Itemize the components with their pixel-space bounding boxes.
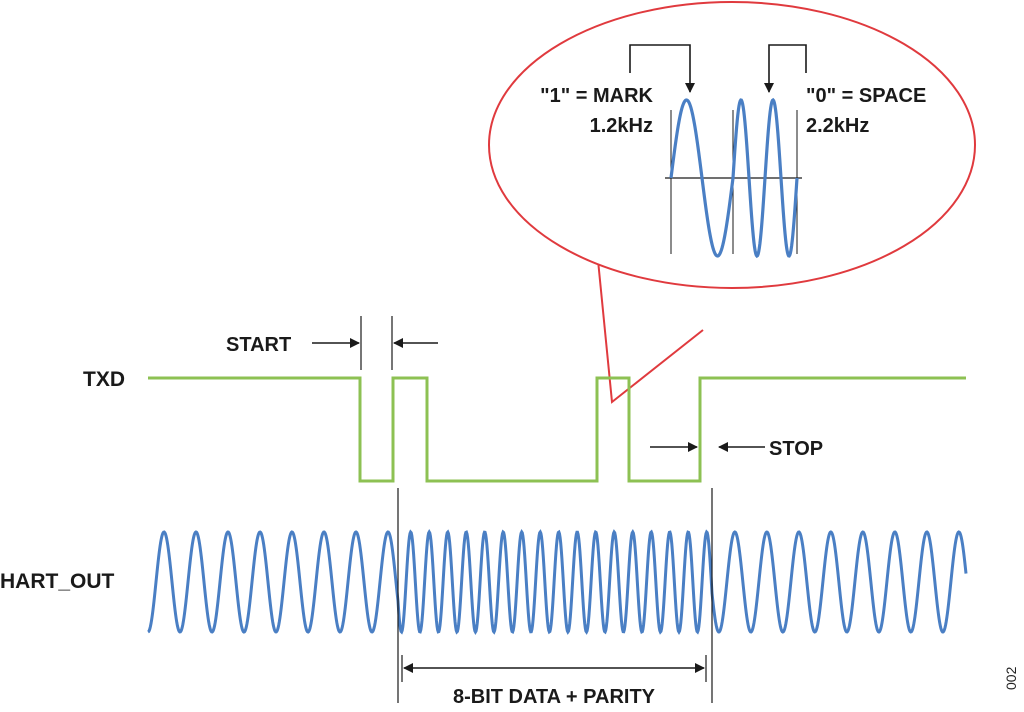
mark-label: "1" = MARK xyxy=(540,85,653,107)
stop-label: STOP xyxy=(769,438,823,460)
hart-out-fsk-waveform xyxy=(147,529,968,635)
start-label: START xyxy=(226,334,291,356)
space-bracket-arrow xyxy=(764,44,807,93)
figure-number: 002 xyxy=(1003,666,1019,690)
txd-waveform xyxy=(148,376,966,483)
hart-out-signal-group: HART_OUT xyxy=(0,529,968,635)
txd-signal-group: TXD xyxy=(83,368,966,483)
mark-frequency: 1.2kHz xyxy=(590,115,653,137)
callout-fsk-wave xyxy=(669,97,799,259)
space-label: "0" = SPACE xyxy=(806,85,926,107)
start-annotation: START xyxy=(226,316,438,370)
mark-bracket-arrow xyxy=(629,44,695,93)
hart-out-label: HART_OUT xyxy=(0,570,115,593)
callout-ellipse xyxy=(488,1,976,289)
space-frequency: 2.2kHz xyxy=(806,115,869,137)
stop-annotation: STOP xyxy=(650,438,823,460)
data-parity-label: 8-BIT DATA + PARITY xyxy=(453,686,656,708)
data-parity-annotation: 8-BIT DATA + PARITY xyxy=(401,655,707,708)
zoom-callout: "1" = MARK 1.2kHz "0" = SPACE 2.2kHz xyxy=(488,1,976,404)
txd-label: TXD xyxy=(83,368,125,391)
callout-pointer xyxy=(596,249,704,404)
